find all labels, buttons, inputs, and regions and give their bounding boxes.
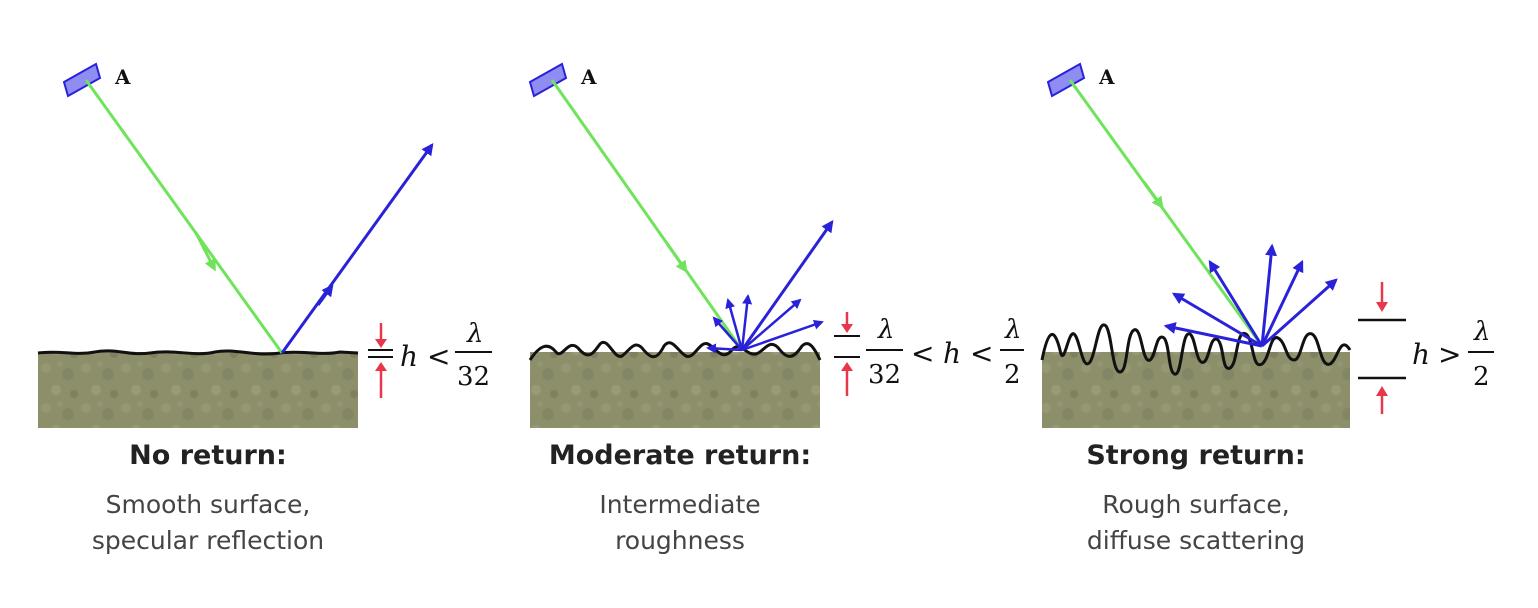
antenna-label: A [580,65,597,89]
antenna-label: A [1098,65,1115,89]
antenna-icon [62,62,102,98]
ground-block [38,352,358,428]
reflected-ray-fan [706,220,834,354]
panel-desc-strong-return-line1: Rough surface, [1102,490,1290,519]
ground-block [530,352,820,428]
reflected-ray-fan [1163,243,1338,348]
panel-title-no-return: No return: [129,440,287,471]
formula-h: h [1412,338,1430,371]
incident-ray [550,79,744,351]
incident-ray [84,79,284,354]
reflected-ray-arrow [316,284,334,306]
formula-numerator: λ [1473,317,1490,347]
formula-denominator: 2 [1473,362,1490,392]
formula-left-denominator: 32 [868,360,901,390]
panel-desc-moderate-return-line1: Intermediate [599,490,761,519]
panel-title-moderate-return: Moderate return: [548,440,812,471]
formula-h: h [400,340,418,373]
surface-profile [37,349,359,356]
antenna-icon [1046,62,1086,98]
antenna-icon [528,62,568,98]
formula-numerator: λ [466,319,483,349]
formula-left-numerator: λ [877,315,894,345]
formula-relation: < [427,340,450,373]
panel-smooth: A h < λ 32 [37,62,492,428]
surface-profile [1040,323,1352,376]
surface-profile [528,340,822,361]
panel-desc-moderate-return-line2: roughness [615,526,745,555]
incident-ray-arrow [194,232,216,272]
incident-ray [1068,79,1264,347]
formula-relation-2: < [970,337,993,370]
formula-numerator: λ [1004,315,1021,345]
height-indicator [834,312,860,396]
panel-desc-no-return-line1: Smooth surface, [105,490,311,519]
incident-ray-arrow [666,244,688,273]
panel-title-strong-return: Strong return: [1086,440,1306,471]
formula-h: h [943,337,961,370]
formula-denominator: 2 [1004,360,1021,390]
formula-relation: > [1438,338,1461,371]
incident-ray-arrow [1142,181,1164,209]
reflected-ray [280,143,434,354]
height-indicator [368,323,393,398]
antenna-label: A [114,65,131,89]
height-indicator [1358,282,1406,414]
formula-denominator: 32 [457,362,490,392]
panel-moderate: A λ 32 < h < λ 2 [528,62,1024,428]
panel-desc-strong-return-line2: diffuse scattering [1086,526,1306,555]
panel-desc-no-return-line2: specular reflection [91,526,325,555]
formula-relation: < [911,337,934,370]
panel-rough: A h > λ 2 [1040,62,1494,428]
